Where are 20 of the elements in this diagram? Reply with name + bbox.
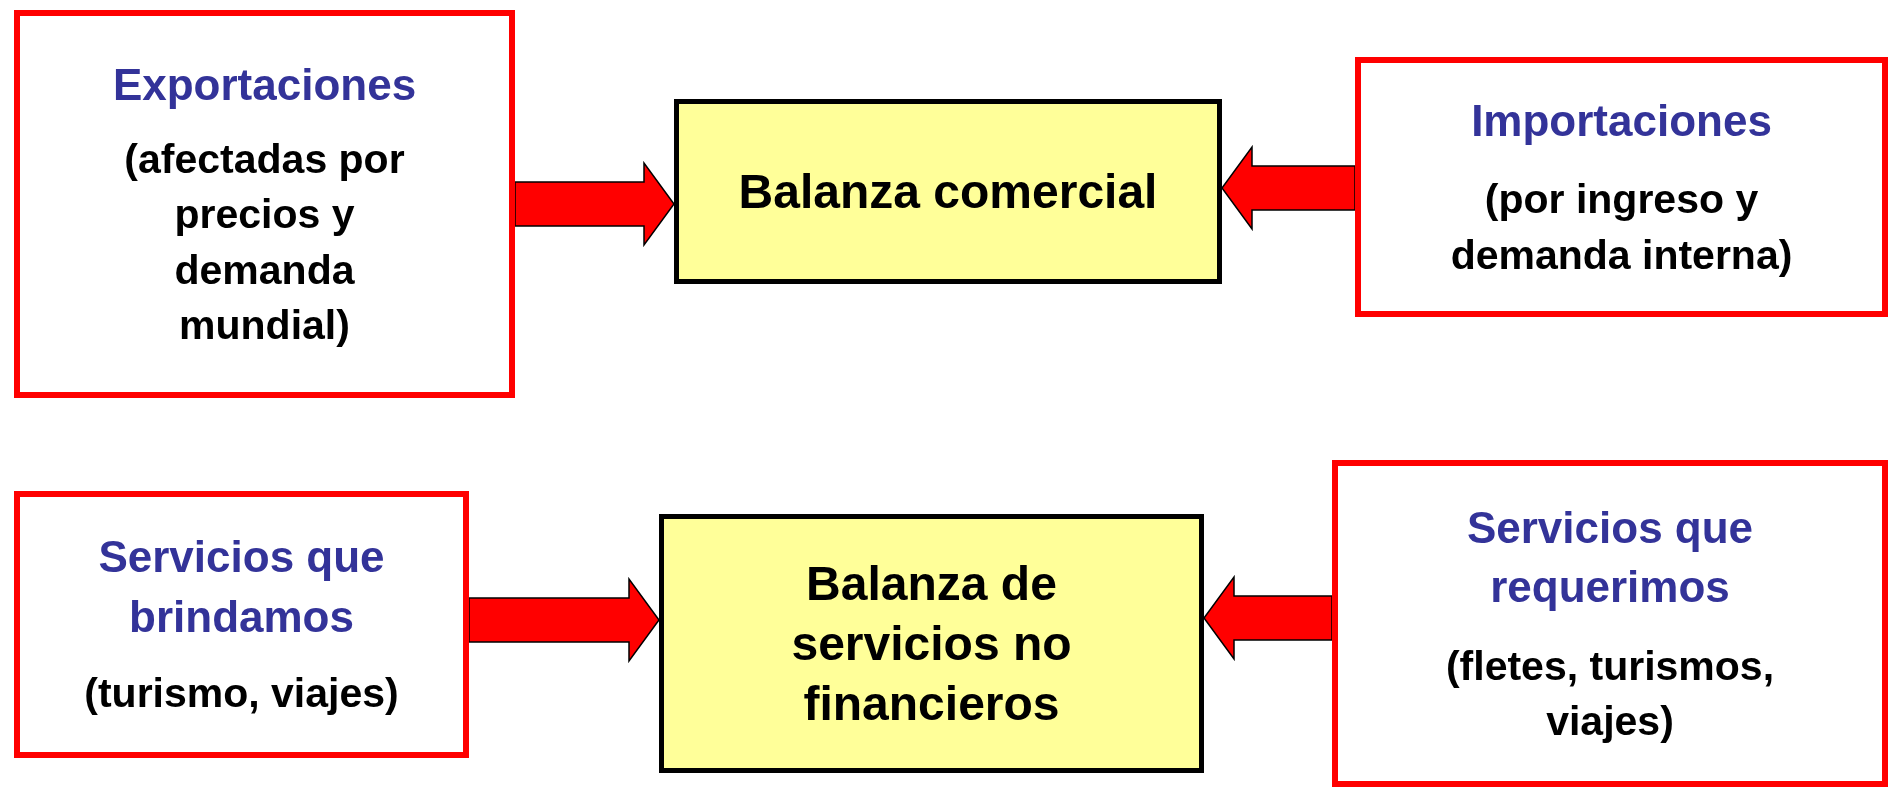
source-box [1355,57,1888,317]
box-title: Balanza de servicios no financieros [790,555,1073,732]
block-arrow [514,160,675,248]
balance-box [674,99,1222,284]
box-description: (turismo, viajes) [84,669,399,719]
box-heading: Servicios que requerimos [1465,501,1755,614]
box-heading: Importaciones [1471,94,1772,147]
block-arrow [1203,574,1333,662]
box-description: (por ingreso y demanda interna) [1449,175,1794,280]
block-arrow [1221,144,1356,232]
box-heading: Exportaciones [112,58,417,111]
balance-box [659,514,1204,773]
source-box [1332,460,1888,787]
box-title: Balanza comercial [738,163,1158,220]
box-description: (fletes, turismos, viajes) [1444,641,1776,746]
source-box [14,491,469,758]
block-arrow [468,576,660,664]
box-description: (afectadas por precios y demanda mundial) [123,135,406,351]
source-box [14,10,515,398]
box-heading: Servicios que brindamos [97,531,386,643]
